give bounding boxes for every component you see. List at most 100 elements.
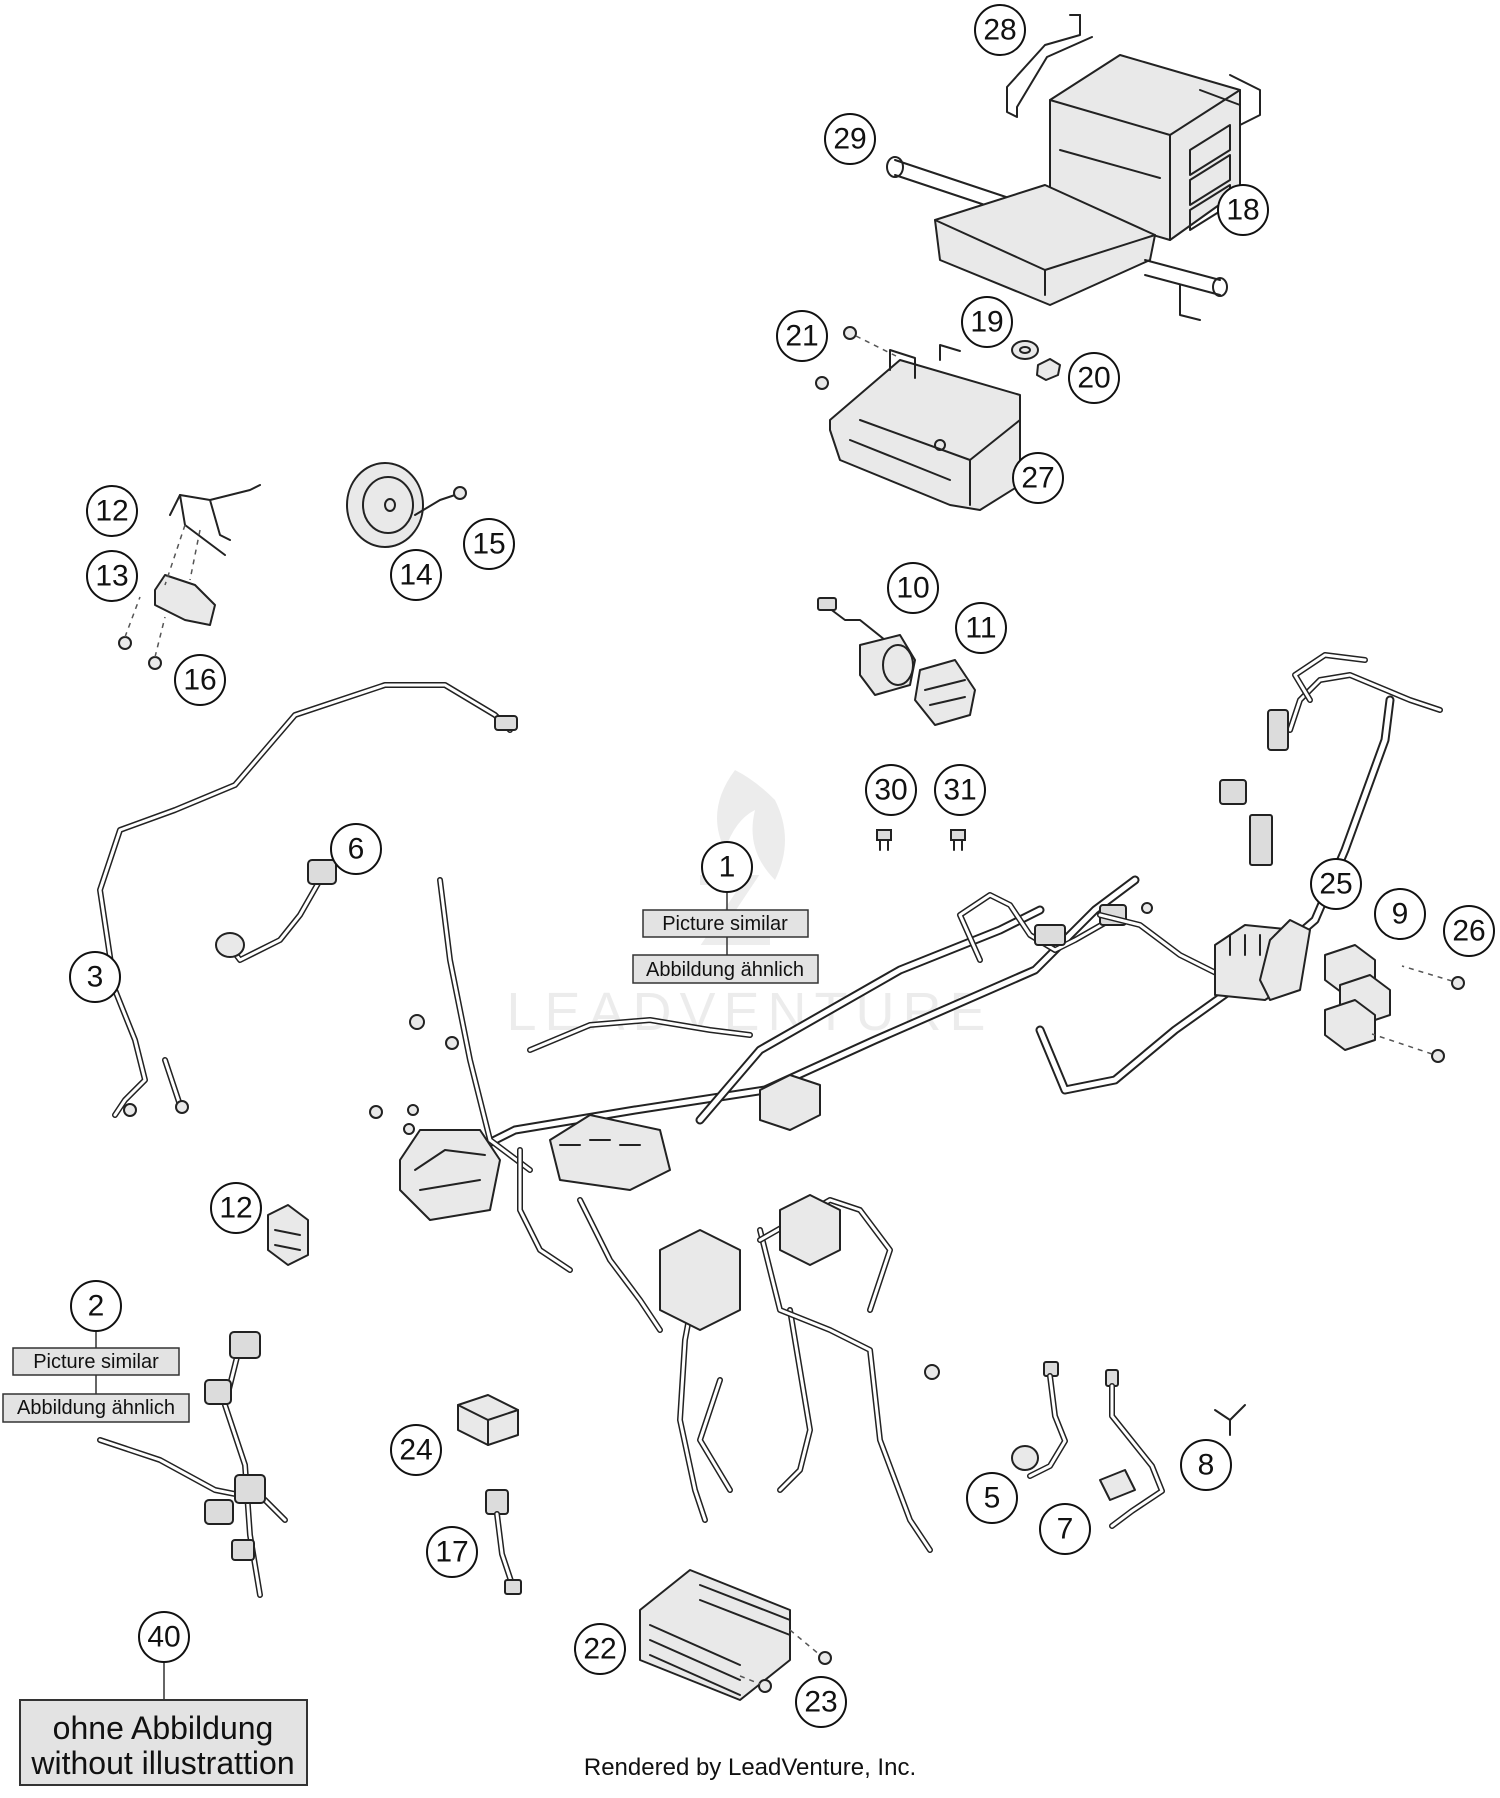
svg-text:3: 3 xyxy=(87,961,104,994)
clip-part-8 xyxy=(1214,1404,1246,1436)
callout-29: 29 xyxy=(824,113,876,165)
svg-text:7: 7 xyxy=(1057,1513,1074,1546)
sensor-part-13 xyxy=(154,524,216,626)
relay-holder-part-25 xyxy=(1259,919,1311,1001)
svg-text:13: 13 xyxy=(95,560,128,593)
note-picture-similar-harness-2: Picture similar Abbildung ähnlich xyxy=(2,1323,190,1423)
connector-lead-part-17 xyxy=(485,1489,522,1595)
callout-18: 18 xyxy=(1217,184,1269,236)
note-picture-similar-main-text: Picture similar xyxy=(662,913,788,935)
svg-text:6: 6 xyxy=(348,833,365,866)
note-without-illustration: ohne Abbildung without illustrattion xyxy=(19,1660,308,1786)
callout-26: 26 xyxy=(1443,905,1495,957)
sensor-part-5 xyxy=(1011,1361,1068,1479)
grommet-part-19 xyxy=(1011,340,1039,360)
callout-21: 21 xyxy=(776,310,828,362)
fuse-part-30 xyxy=(876,829,892,851)
bolt-part-15 xyxy=(453,486,467,500)
svg-text:10: 10 xyxy=(896,572,929,605)
svg-text:24: 24 xyxy=(399,1434,432,1467)
svg-text:5: 5 xyxy=(984,1482,1001,1515)
battery-cable-part-3 xyxy=(97,682,518,1118)
screw-part-16 xyxy=(118,596,166,670)
connector-part-12-lower xyxy=(267,1204,309,1266)
screw-part-26 xyxy=(1371,965,1465,1063)
callout-27: 27 xyxy=(1012,452,1064,504)
horn-part-14 xyxy=(346,462,456,548)
callout-3: 3 xyxy=(69,951,121,1003)
callout-1: 1 xyxy=(701,841,753,893)
callout-2: 2 xyxy=(70,1280,122,1332)
callout-25: 25 xyxy=(1310,858,1362,910)
relay-part-9 xyxy=(1324,944,1391,1051)
callout-14: 14 xyxy=(390,549,442,601)
screw-part-23 xyxy=(739,1629,832,1693)
callout-6: 6 xyxy=(330,823,382,875)
svg-text:23: 23 xyxy=(804,1686,837,1719)
callout-30: 30 xyxy=(865,764,917,816)
svg-text:16: 16 xyxy=(183,664,216,697)
callout-17: 17 xyxy=(426,1526,478,1578)
svg-text:11: 11 xyxy=(965,612,996,645)
footer-credit: Rendered by LeadVenture, Inc. xyxy=(584,1754,916,1781)
power-socket-part-10 xyxy=(817,597,916,696)
callout-11: 11 xyxy=(955,602,1007,654)
voltage-regulator-part-22 xyxy=(639,1569,791,1701)
bracket-part-12-top xyxy=(169,484,261,556)
note-picture-similar-2-text: Picture similar xyxy=(33,1351,159,1373)
svg-text:17: 17 xyxy=(435,1536,468,1569)
sub-harness-part-2 xyxy=(97,1331,288,1598)
svg-text:21: 21 xyxy=(785,320,818,353)
socket-cap-part-11 xyxy=(914,659,976,726)
svg-text:28: 28 xyxy=(983,14,1016,47)
control-unit-part-18 xyxy=(1049,54,1261,241)
nut-part-20 xyxy=(1036,358,1061,381)
svg-text:12: 12 xyxy=(219,1192,252,1225)
relay-part-24 xyxy=(457,1394,519,1446)
svg-text:40: 40 xyxy=(147,1621,180,1654)
callout-15: 15 xyxy=(463,518,515,570)
svg-text:26: 26 xyxy=(1452,915,1485,948)
svg-text:18: 18 xyxy=(1226,194,1259,227)
callout-13: 13 xyxy=(86,550,138,602)
callout-24: 24 xyxy=(390,1424,442,1476)
callout-23: 23 xyxy=(795,1676,847,1728)
svg-text:8: 8 xyxy=(1198,1449,1215,1482)
callout-10: 10 xyxy=(887,562,939,614)
battery-tray-part-27 xyxy=(829,344,1021,511)
holder-part-29 xyxy=(886,156,1228,321)
svg-text:27: 27 xyxy=(1021,462,1054,495)
svg-text:29: 29 xyxy=(833,123,866,156)
callout-7: 7 xyxy=(1039,1503,1091,1555)
note-abbildung-main-text: Abbildung ähnlich xyxy=(646,959,804,981)
fuse-part-31 xyxy=(950,829,966,851)
screw-part-21 xyxy=(815,326,897,390)
svg-text:2: 2 xyxy=(88,1290,105,1323)
note-picture-similar-main: Picture similar Abbildung ähnlich xyxy=(632,890,819,984)
svg-text:20: 20 xyxy=(1077,362,1110,395)
ohne-abbildung-text: ohne Abbildung xyxy=(53,1710,274,1746)
svg-text:1: 1 xyxy=(719,851,736,884)
note-abbildung-2-text: Abbildung ähnlich xyxy=(17,1397,175,1419)
callout-31: 31 xyxy=(934,764,986,816)
without-illustration-text: without illustrattion xyxy=(30,1745,294,1781)
callout-22: 22 xyxy=(574,1623,626,1675)
svg-text:15: 15 xyxy=(472,528,505,561)
callout-9: 9 xyxy=(1374,888,1426,940)
callout-12-lower: 12 xyxy=(210,1182,262,1234)
bracket-part-28 xyxy=(1006,14,1093,118)
callout-19: 19 xyxy=(961,296,1013,348)
svg-text:9: 9 xyxy=(1392,898,1409,931)
callout-8: 8 xyxy=(1180,1439,1232,1491)
svg-text:25: 25 xyxy=(1319,868,1352,901)
callout-16: 16 xyxy=(174,654,226,706)
svg-text:31: 31 xyxy=(943,774,976,807)
callout-5: 5 xyxy=(966,1472,1018,1524)
sensor-part-7 xyxy=(1099,1369,1165,1529)
main-wiring-harness-part-1 xyxy=(369,652,1443,1553)
svg-text:12: 12 xyxy=(95,495,128,528)
sensor-lead-part-6 xyxy=(215,859,337,963)
svg-text:19: 19 xyxy=(970,306,1003,339)
callout-12-top: 12 xyxy=(86,485,138,537)
